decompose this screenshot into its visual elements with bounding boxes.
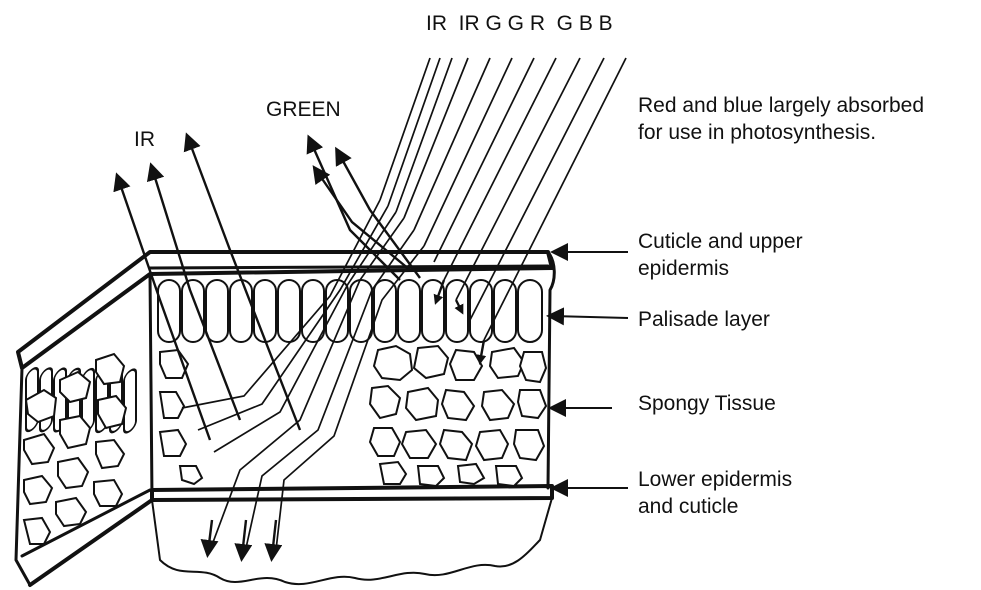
layer-label-line2: and cuticle bbox=[638, 493, 792, 520]
reflected-ir-label: IR bbox=[134, 126, 155, 153]
layer-label-line1: Spongy Tissue bbox=[638, 390, 776, 417]
layer-label-cuticle-upper-epidermis: Cuticle and upper epidermis bbox=[638, 228, 803, 282]
incoming-band-label: IR IR G G R G B B bbox=[426, 10, 613, 37]
layer-label-palisade: Palisade layer bbox=[638, 306, 770, 333]
layer-label-line1: Lower epidermis bbox=[638, 466, 792, 493]
layer-label-spongy-tissue: Spongy Tissue bbox=[638, 390, 776, 417]
layer-label-line2: epidermis bbox=[638, 255, 803, 282]
layer-label-line1: Palisade layer bbox=[638, 306, 770, 333]
torn-bottom-edge bbox=[152, 498, 552, 584]
pointer-palisade bbox=[552, 316, 628, 318]
absorption-note-line2: for use in photosynthesis. bbox=[638, 119, 924, 146]
absorption-note-line1: Red and blue largely absorbed bbox=[638, 92, 924, 119]
reflected-green-label: GREEN bbox=[266, 96, 341, 123]
layer-label-line1: Cuticle and upper bbox=[638, 228, 803, 255]
lower-epidermis bbox=[152, 486, 552, 500]
absorption-note: Red and blue largely absorbed for use in… bbox=[638, 92, 924, 146]
label-pointers bbox=[552, 252, 628, 488]
layer-label-lower-epidermis: Lower epidermis and cuticle bbox=[638, 466, 792, 520]
